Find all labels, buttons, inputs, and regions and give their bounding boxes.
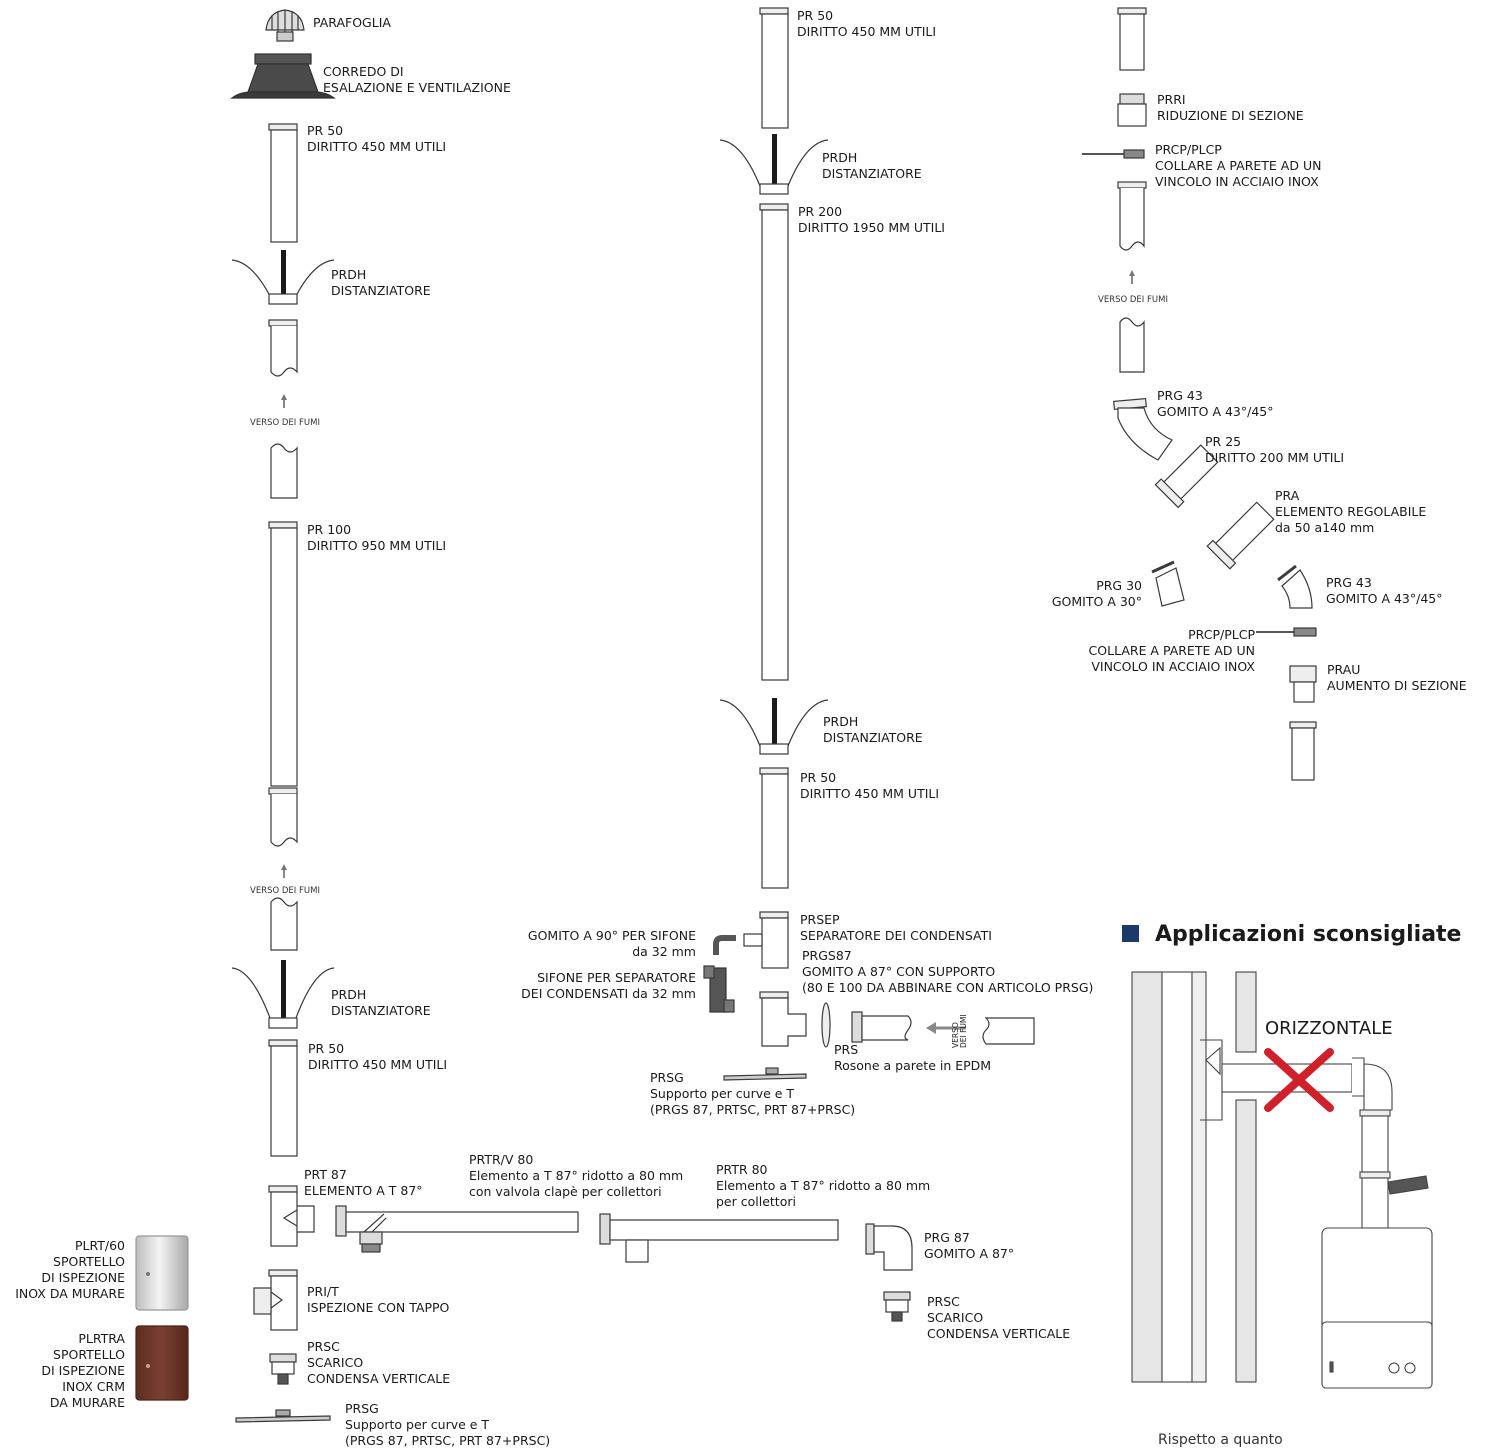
drain-prsc-2-icon — [883, 1291, 911, 1322]
support-prsg-1-icon — [235, 1409, 331, 1423]
pipe-pr50-top — [268, 123, 298, 243]
increaser-prau-icon — [1289, 665, 1317, 703]
spacer-prdh-3-icon — [719, 134, 829, 195]
drain-prsc-1-icon — [269, 1353, 297, 1385]
adjustable-pra-icon — [1206, 501, 1275, 570]
collector-prtr80-icon — [599, 1213, 839, 1263]
not-recommended-illustration — [1131, 971, 1433, 1389]
pipe-cut-1 — [268, 319, 298, 377]
label-orizzontale: ORIZZONTALE — [1265, 1018, 1393, 1039]
separator-prsep-icon — [743, 911, 789, 969]
elbow-prgs87-icon — [759, 991, 807, 1047]
pipe-pr100 — [268, 521, 298, 787]
section-title-sconsigliate: Applicazioni sconsigliate — [1122, 922, 1461, 947]
footer-text: Rispetto a quanto — [1158, 1432, 1283, 1448]
elbow-prg43-2-icon — [1277, 564, 1313, 609]
spacer-prdh-4-icon — [719, 698, 829, 755]
pipe-pr25-icon — [1154, 444, 1219, 509]
exhaust-kit-icon — [230, 53, 336, 99]
wall-collar-2-icon — [1256, 627, 1317, 637]
label-c3-verso: VERSO DEI FUMI — [1098, 295, 1168, 305]
inspection-door-steel-icon — [135, 1235, 189, 1311]
elbow-prg43-1-icon — [1113, 397, 1173, 461]
reducer-prri-icon — [1117, 93, 1147, 127]
rosette-prs-icon — [821, 1002, 831, 1048]
label-parafoglia: PARAFOGLIA — [313, 15, 391, 30]
label-verso-2: VERSO DEI FUMI — [250, 886, 320, 896]
tee-prt87-icon — [268, 1185, 315, 1247]
inspection-prit-icon — [253, 1269, 298, 1331]
spacer-prdh-2-icon — [231, 960, 335, 1029]
collector-prtrv80-icon — [335, 1205, 579, 1253]
bullet-square-icon — [1122, 925, 1139, 942]
inspection-door-brown-icon — [135, 1325, 189, 1401]
elbow-prg87-icon — [865, 1223, 913, 1271]
parafoglia-icon — [265, 9, 305, 42]
spacer-prdh-1-icon — [231, 250, 335, 305]
wall-collar-1-icon — [1082, 149, 1145, 159]
siphon-icon — [703, 965, 735, 1013]
red-cross-icon — [1264, 1048, 1334, 1112]
elbow-prg30-icon — [1151, 560, 1185, 607]
label-verso-1: VERSO DEI FUMI — [250, 418, 320, 428]
